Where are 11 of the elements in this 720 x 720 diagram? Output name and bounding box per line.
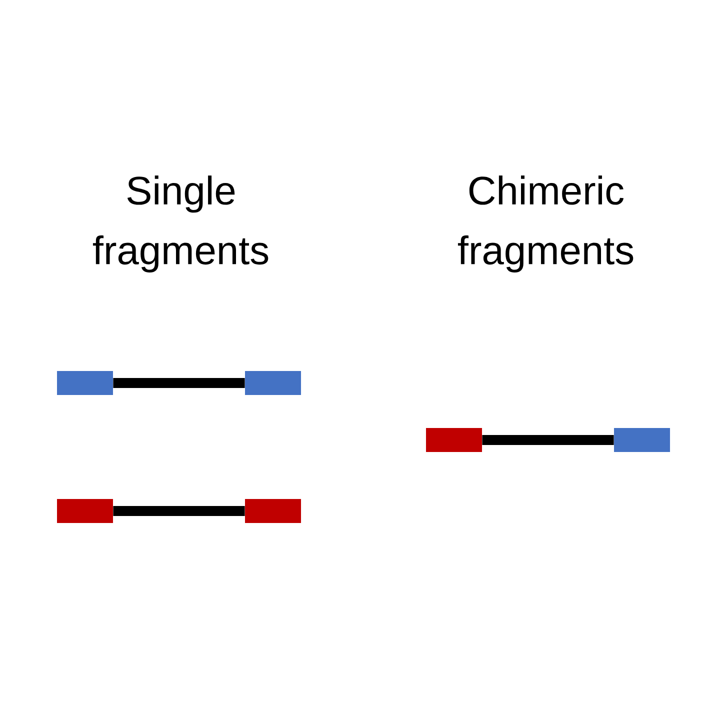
bar (426, 428, 482, 452)
connector-line (113, 506, 245, 516)
bar (57, 499, 113, 523)
bar (245, 371, 301, 395)
bar (614, 428, 670, 452)
connector-line (482, 435, 614, 445)
heading: Single fragments (92, 176, 268, 272)
bar (245, 499, 301, 523)
bar (57, 371, 113, 395)
heading: Chimeric fragments (458, 176, 634, 272)
connector-line (113, 378, 245, 388)
